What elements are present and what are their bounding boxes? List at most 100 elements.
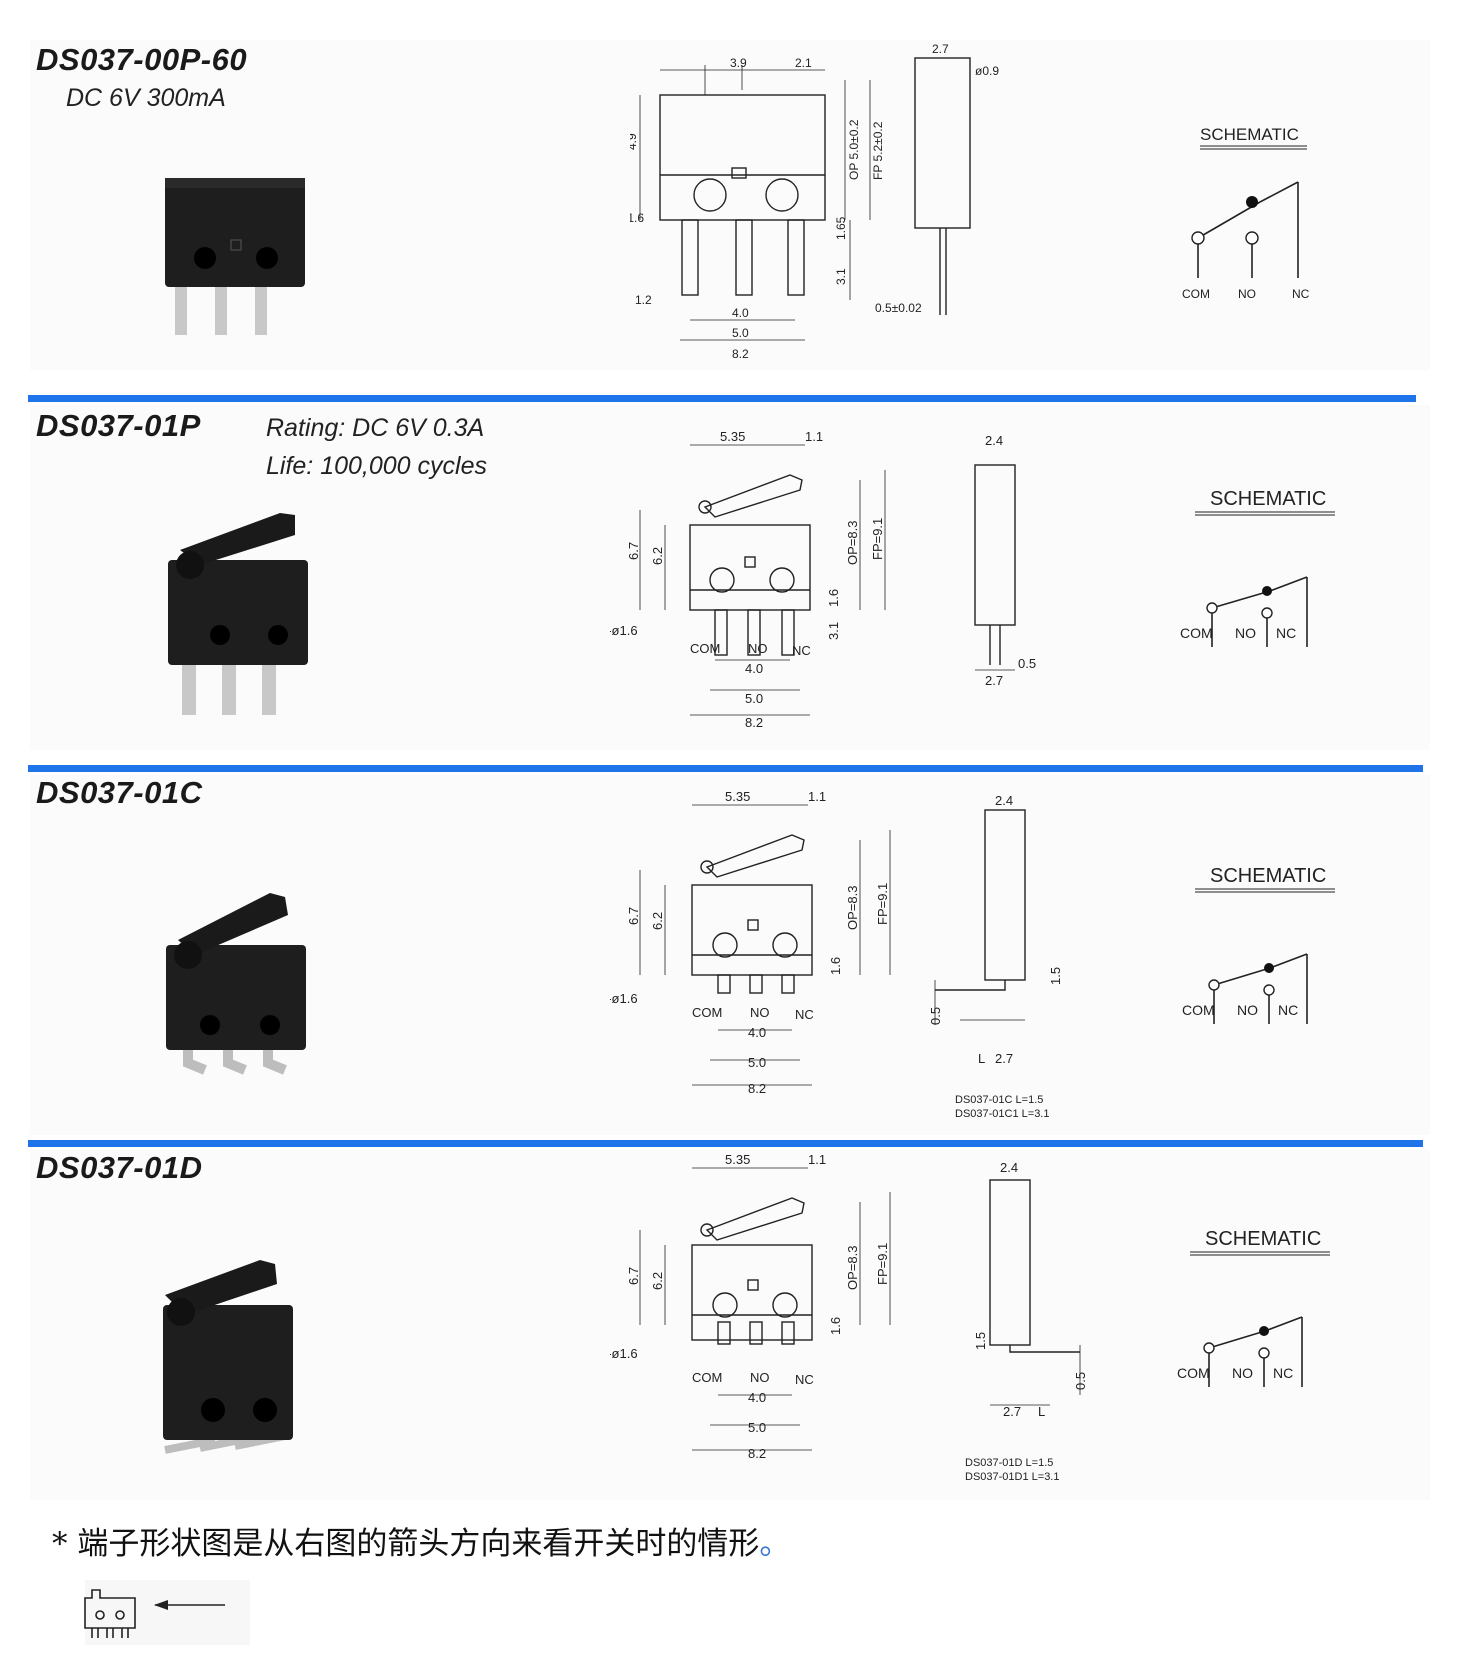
dim-label: 2.7 xyxy=(932,42,949,56)
dim-label: L xyxy=(1038,1404,1045,1419)
dim-label: 5.0 xyxy=(748,1420,766,1435)
terminal-pin xyxy=(681,219,699,296)
dim-label: NO xyxy=(750,1370,770,1385)
mount-hole xyxy=(194,247,216,269)
dim-label: FP=9.1 xyxy=(870,518,885,560)
dimension-drawing: 5.35 1.1 2.4 6.7 6.2 OP=8.3 FP=9.1 2-ø1.… xyxy=(610,789,1063,1120)
spec-rating: DC 6V 300mA xyxy=(66,84,226,112)
terminal-pin xyxy=(717,1321,731,1345)
dim-label: 2.4 xyxy=(1000,1160,1018,1175)
variant-note: DS037-01D L=1.5 xyxy=(965,1457,1053,1469)
dim-label: 1.6 xyxy=(828,1317,843,1335)
lever xyxy=(180,513,295,565)
spec-life: Life: 100,000 cycles xyxy=(266,452,487,480)
variant-note: DS037-01D1 L=3.1 xyxy=(965,1471,1059,1483)
terminal-pin xyxy=(747,609,761,656)
no-label: NO xyxy=(1235,625,1256,641)
view-direction-diagram xyxy=(84,1580,250,1645)
dim-label: 6.7 xyxy=(626,542,641,560)
switch-outline xyxy=(659,94,826,221)
side-view xyxy=(914,57,971,229)
dim-label: 3.1 xyxy=(826,622,841,640)
dim-label: 1.5 xyxy=(973,1332,988,1350)
terminal-pin xyxy=(781,1321,795,1345)
dim-label: 3.1 xyxy=(834,268,848,285)
dim-label: 5.0 xyxy=(732,326,749,340)
schematic-title: SCHEMATIC xyxy=(1210,488,1326,510)
schematic-title: SCHEMATIC xyxy=(1205,1228,1321,1250)
terminal-pin xyxy=(749,974,763,994)
dim-label: 6.7 xyxy=(626,907,641,925)
dim-label: COM xyxy=(692,1370,722,1385)
dim-label: 1.2 xyxy=(635,293,652,307)
terminal-pin xyxy=(787,219,805,296)
lever xyxy=(178,893,288,955)
dim-label: 1.1 xyxy=(808,1152,826,1167)
dim-label: 5.0 xyxy=(745,691,763,706)
dim-label: 0.5 xyxy=(1073,1372,1088,1390)
section-divider xyxy=(28,765,1423,772)
product-photo xyxy=(165,178,305,335)
model-title: DS037-01C xyxy=(36,775,203,810)
dim-label: 5.35 xyxy=(725,789,750,804)
no-label: NO xyxy=(1237,1002,1258,1018)
com-label: COM xyxy=(1177,1365,1210,1381)
dim-label: 4.0 xyxy=(732,306,749,320)
schematic-diagram: SCHEMATIC COM NO NC xyxy=(1182,125,1310,301)
product-photo xyxy=(163,1260,293,1454)
schematic-title: SCHEMATIC xyxy=(1210,865,1326,887)
mount-hole xyxy=(693,178,727,212)
dim-label: OP 5.0±0.2 xyxy=(847,119,861,180)
dim-label: 8.2 xyxy=(732,347,749,361)
dim-label: 2.1 xyxy=(795,56,812,70)
dim-label: 1.1 xyxy=(805,429,823,444)
mount-hole xyxy=(256,247,278,269)
dim-label: 1.1 xyxy=(808,789,826,804)
dimension-drawing: 3.9 2.1 2.7 ø0.9 4.9 OP 5.0±0.2 FP 5.2±0… xyxy=(630,42,999,361)
variant-note: DS037-01C L=1.5 xyxy=(955,1094,1043,1106)
dim-label: 6.7 xyxy=(626,1267,641,1285)
dim-label: 5.0 xyxy=(748,1055,766,1070)
dim-label: 2-ø1.6 xyxy=(610,991,638,1006)
dim-label: NC xyxy=(792,643,811,658)
model-title: DS037-01P xyxy=(36,408,201,443)
dim-label: 8.2 xyxy=(748,1081,766,1096)
dim-label: FP 5.2±0.2 xyxy=(871,121,885,180)
switch-outline xyxy=(691,1244,813,1341)
footnote: * 端子形状图是从右图的箭头方向来看开关时的情形。 xyxy=(52,1518,790,1563)
dim-label: 8.2 xyxy=(748,1446,766,1461)
dim-label: COM xyxy=(690,641,720,656)
terminal-pin xyxy=(175,280,187,335)
dim-label: ø0.9 xyxy=(975,64,999,78)
lever xyxy=(705,834,805,878)
side-view xyxy=(974,464,1016,626)
schematic-diagram: SCHEMATIC COM NO NC xyxy=(1177,1228,1330,1387)
schematic-diagram: SCHEMATIC COM NO NC xyxy=(1180,488,1335,647)
dim-label: FP=9.1 xyxy=(875,883,890,925)
dim-label: 6.2 xyxy=(650,912,665,930)
dim-label: COM xyxy=(692,1005,722,1020)
mount-hole xyxy=(765,178,799,212)
dim-label: 2.4 xyxy=(995,793,1013,808)
footnote-text: 端子形状图是从右图的箭头方向来看开关时的情形 xyxy=(77,1526,760,1562)
dim-label: 4.0 xyxy=(748,1025,766,1040)
terminal-pin xyxy=(749,1321,763,1345)
terminal-pin xyxy=(717,974,731,994)
side-view xyxy=(984,809,1026,981)
terminal-pin xyxy=(215,280,227,335)
dim-label: NO xyxy=(750,1005,770,1020)
schematic-title: SCHEMATIC xyxy=(1200,125,1299,144)
terminal-pin xyxy=(735,219,753,296)
dim-label: OP=8.3 xyxy=(845,1246,860,1290)
dim-label: NO xyxy=(748,641,768,656)
terminal-pin xyxy=(781,974,795,994)
dim-label: 2.7 xyxy=(985,673,1003,688)
lever xyxy=(703,474,803,518)
dim-label: L xyxy=(978,1051,985,1066)
dim-label: 4.0 xyxy=(748,1390,766,1405)
schematic-diagram: SCHEMATIC COM NO NC xyxy=(1182,865,1335,1024)
dim-label: 6.2 xyxy=(650,1272,665,1290)
dim-label: 2.7 xyxy=(1003,1404,1021,1419)
switch-body xyxy=(165,182,305,287)
dim-label: 2.4 xyxy=(985,433,1003,448)
